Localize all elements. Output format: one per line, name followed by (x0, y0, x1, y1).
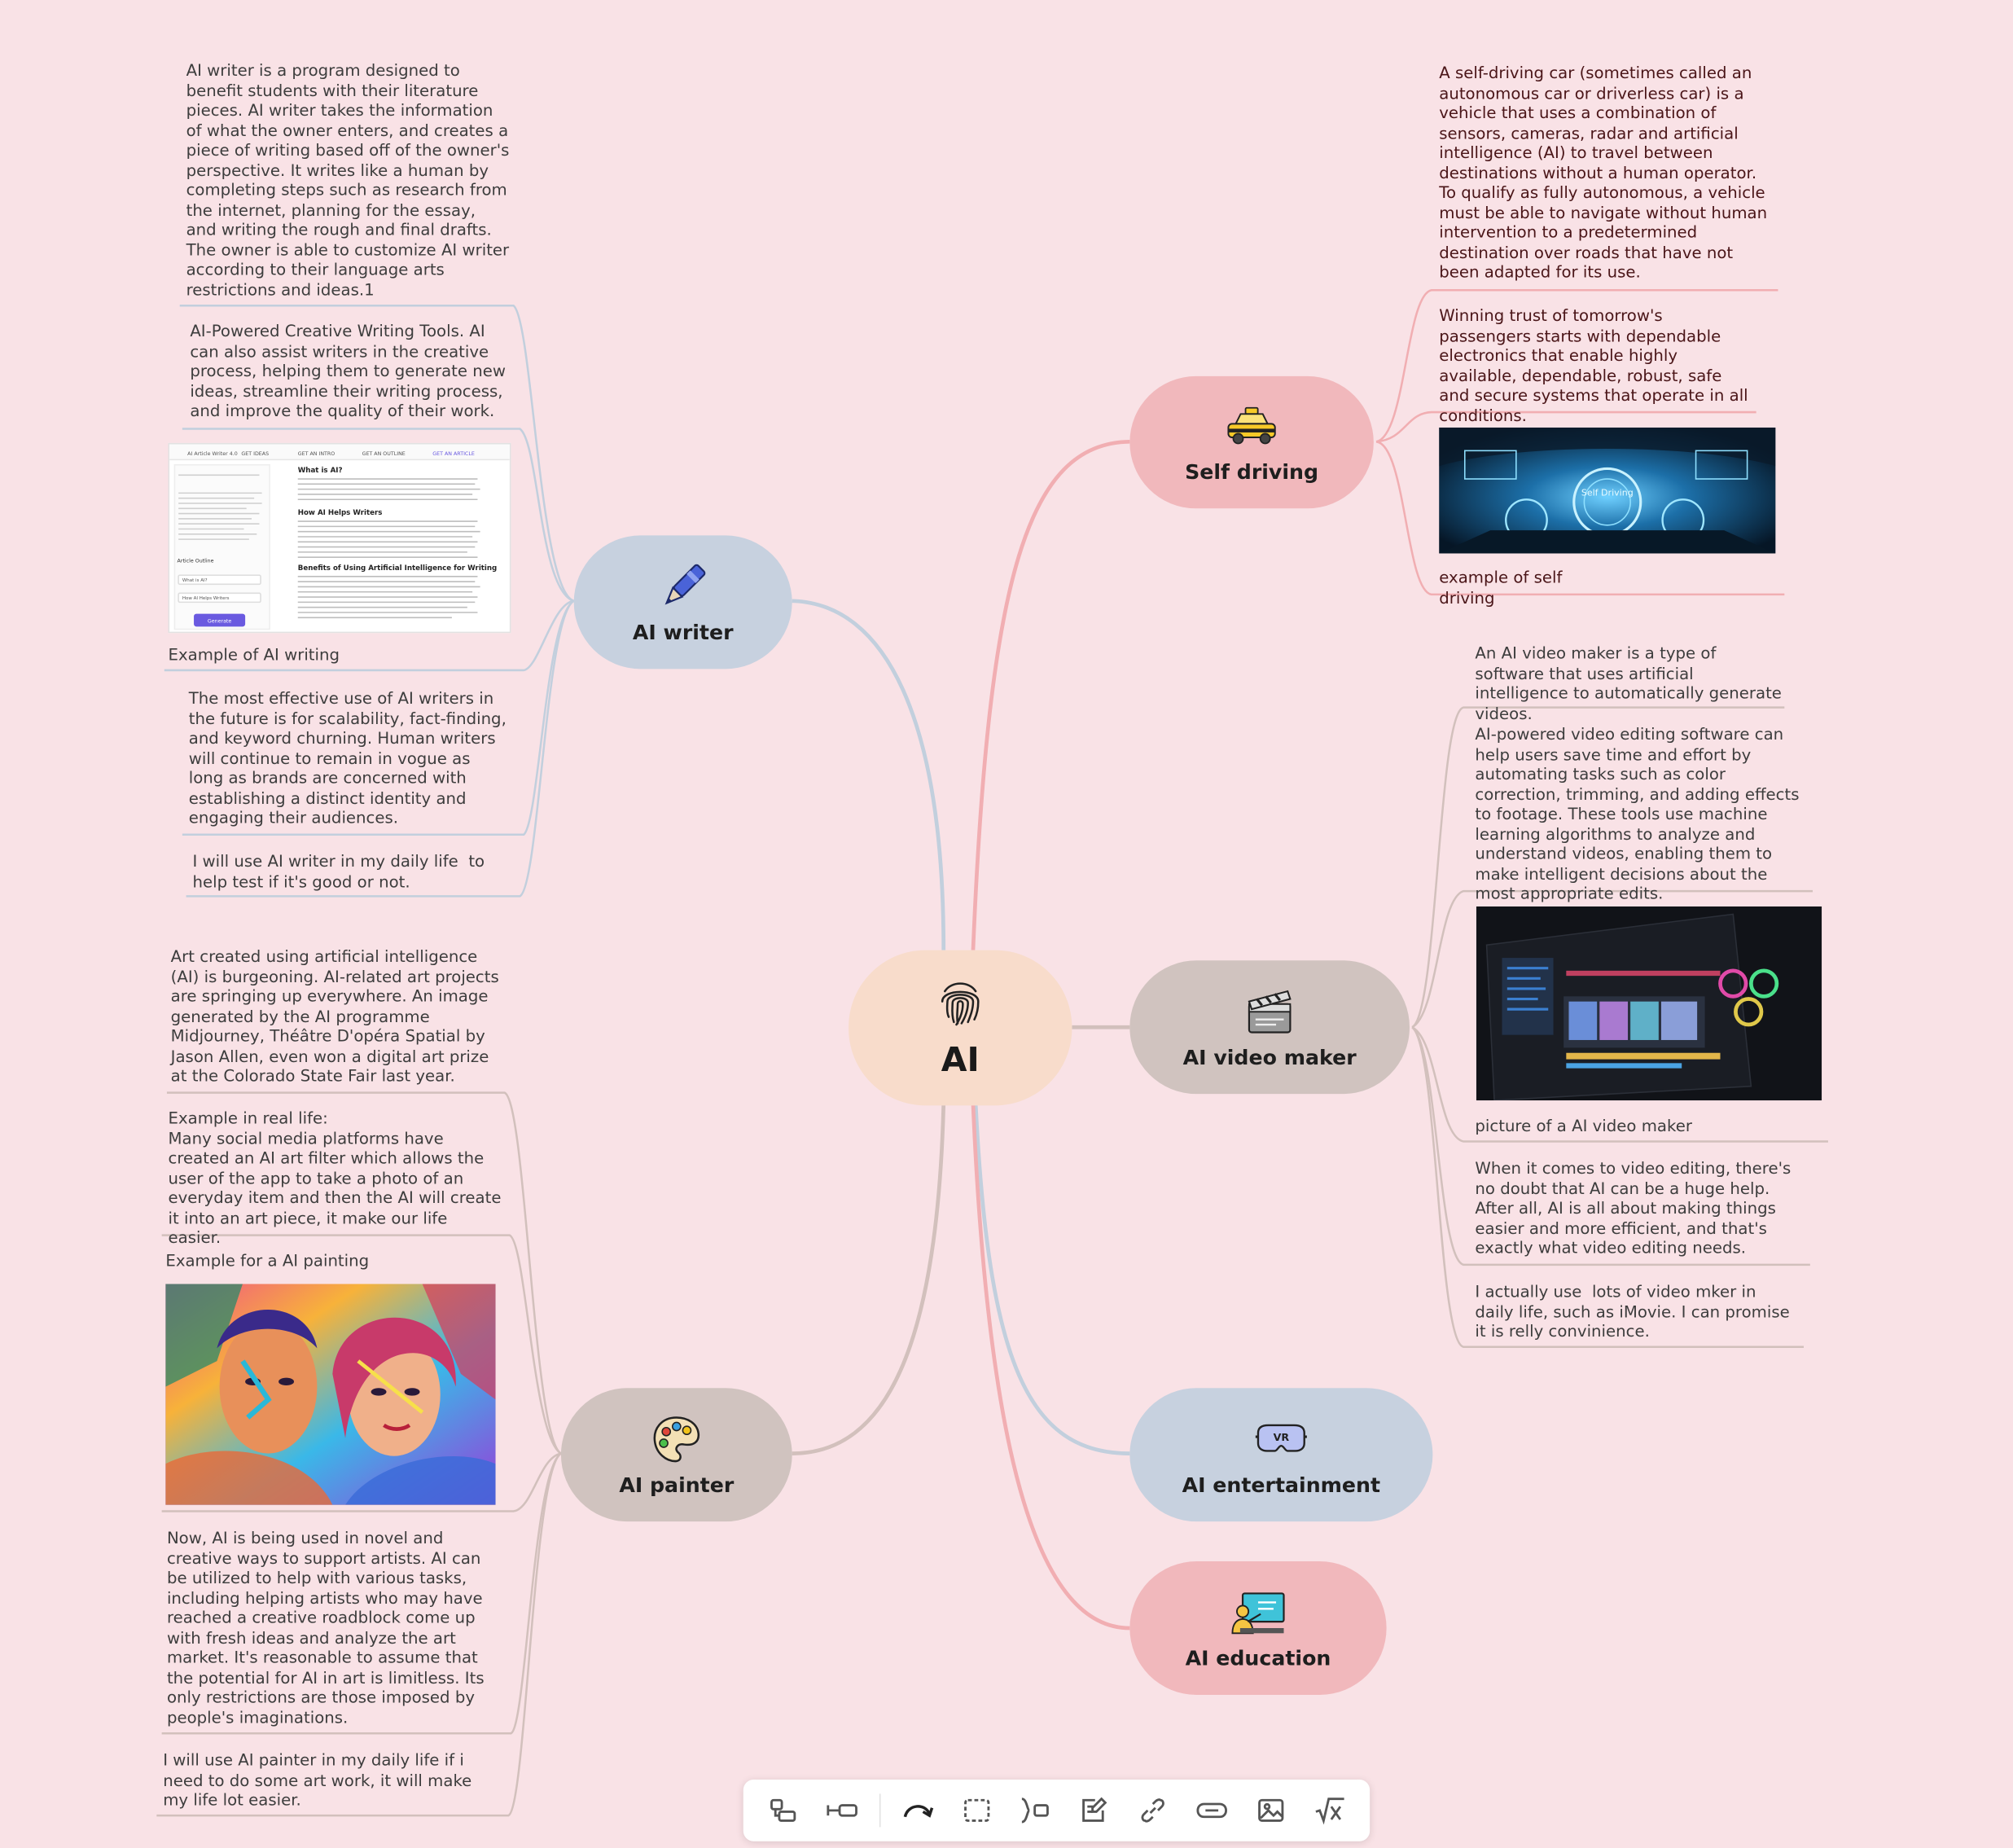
edge-root-writer (792, 599, 946, 950)
edge-root-painter (792, 1104, 946, 1455)
screenshot-outline-label: Article Outline (178, 559, 214, 564)
writer-note-definition[interactable]: AI writer is a program designed to benef… (186, 60, 515, 299)
branch-ai-education[interactable]: AI education (1129, 1561, 1387, 1695)
bottom-toolbar (743, 1780, 1371, 1841)
teacher-board-icon (1230, 1587, 1286, 1638)
screenshot-tab: GET AN INTRO (298, 451, 336, 457)
pen-icon (655, 560, 711, 612)
branch-ai-painter-label: AI painter (619, 1472, 735, 1497)
writer-note-example-caption[interactable]: Example of AI writing (168, 644, 340, 665)
svg-text:Generate: Generate (208, 619, 232, 625)
edge-root-entertainment (973, 1104, 1130, 1455)
branch-ai-entertainment[interactable]: VR AI entertainment (1129, 1388, 1433, 1522)
screenshot-tab: AI Article Writer 4.0 (187, 451, 238, 457)
writer-note-daily-life[interactable]: I will use AI writer in my daily life to… (192, 851, 490, 891)
painter-note-example-caption[interactable]: Example for a AI painting (165, 1250, 370, 1271)
video-note-editing[interactable]: AI-powered video editing software can he… (1475, 724, 1805, 903)
vr-headset-icon: VR (1253, 1413, 1309, 1464)
image-icon[interactable] (1249, 1789, 1293, 1833)
video-maker-picture[interactable] (1476, 906, 1822, 1101)
edge-root-self-driving (971, 439, 1130, 950)
fingerprint-icon (932, 977, 989, 1028)
root-node[interactable]: AI (849, 950, 1072, 1106)
screenshot-tab: GET IDEAS (241, 451, 269, 457)
painter-note-definition[interactable]: Art created using artificial intelligenc… (170, 946, 505, 1086)
branch-ai-education-label: AI education (1185, 1645, 1331, 1670)
video-note-definition[interactable]: An AI video maker is a type of software … (1475, 643, 1787, 722)
video-note-caption[interactable]: picture of a AI video maker (1475, 1115, 1692, 1135)
writer-note-creative-tools[interactable]: AI-Powered Creative Writing Tools. AI ca… (190, 321, 511, 420)
svg-text:Benefits of Using Artificial I: Benefits of Using Artificial Intelligenc… (298, 564, 498, 573)
connect-icon[interactable] (820, 1789, 864, 1833)
svg-text:What is AI?: What is AI? (298, 467, 343, 475)
svg-text:How AI Helps Writers: How AI Helps Writers (182, 596, 230, 601)
boundary-icon[interactable] (954, 1789, 998, 1833)
subtopic-icon[interactable] (761, 1789, 805, 1833)
self-driving-note-definition[interactable]: A self-driving car (sometimes called an … (1439, 63, 1773, 282)
branch-ai-painter[interactable]: AI painter (560, 1388, 792, 1522)
note-icon[interactable] (1072, 1789, 1116, 1833)
root-label: AI (941, 1040, 980, 1080)
ai-writing-screenshot[interactable]: AI Article Writer 4.0 GET IDEAS GET AN I… (168, 442, 511, 634)
painter-note-real-life[interactable]: Example in real life: Many social media … (168, 1108, 502, 1247)
branch-ai-video-maker[interactable]: AI video maker (1129, 960, 1410, 1095)
screenshot-tab: GET AN OUTLINE (362, 451, 406, 457)
video-note-helpful[interactable]: When it comes to video editing, there's … (1475, 1158, 1796, 1258)
svg-text:VR: VR (1274, 1430, 1290, 1442)
painter-note-daily-life[interactable]: I will use AI painter in my daily life i… (163, 1749, 477, 1810)
self-driving-note-trust[interactable]: Winning trust of tomorrow's passengers s… (1439, 305, 1753, 425)
self-driving-picture-caption: Self Driving (1581, 488, 1634, 498)
edge-root-education (971, 1104, 1130, 1631)
self-driving-picture[interactable]: Self Driving (1439, 427, 1776, 554)
svg-text:What is AI?: What is AI? (182, 578, 208, 583)
svg-text:How AI Helps Writers: How AI Helps Writers (298, 509, 383, 517)
branch-ai-writer[interactable]: AI writer (573, 535, 792, 669)
branch-ai-entertainment-label: AI entertainment (1182, 1472, 1381, 1497)
relationship-icon[interactable] (896, 1789, 940, 1833)
toolbar-divider (879, 1793, 881, 1828)
painter-note-support-artists[interactable]: Now, AI is being used in novel and creat… (166, 1528, 489, 1727)
branch-ai-video-maker-label: AI video maker (1182, 1044, 1357, 1069)
palette-icon (648, 1413, 704, 1464)
branch-self-driving[interactable]: Self driving (1129, 375, 1374, 509)
screenshot-tab: GET AN ARTICLE (432, 451, 475, 457)
self-driving-note-caption[interactable]: example of self driving (1439, 567, 1563, 607)
branch-ai-writer-label: AI writer (632, 619, 734, 644)
writer-note-future[interactable]: The most effective use of AI writers in … (188, 688, 512, 827)
summary-icon[interactable] (1014, 1789, 1058, 1833)
label-icon[interactable] (1191, 1789, 1235, 1833)
ai-painting-picture[interactable] (165, 1284, 496, 1505)
clapperboard-icon (1241, 985, 1297, 1037)
branch-self-driving-label: Self driving (1185, 459, 1319, 485)
equation-icon[interactable] (1308, 1789, 1352, 1833)
taxi-icon (1223, 401, 1279, 452)
video-note-daily-life[interactable]: I actually use lots of video mker in dai… (1475, 1281, 1795, 1341)
link-icon[interactable] (1131, 1789, 1175, 1833)
